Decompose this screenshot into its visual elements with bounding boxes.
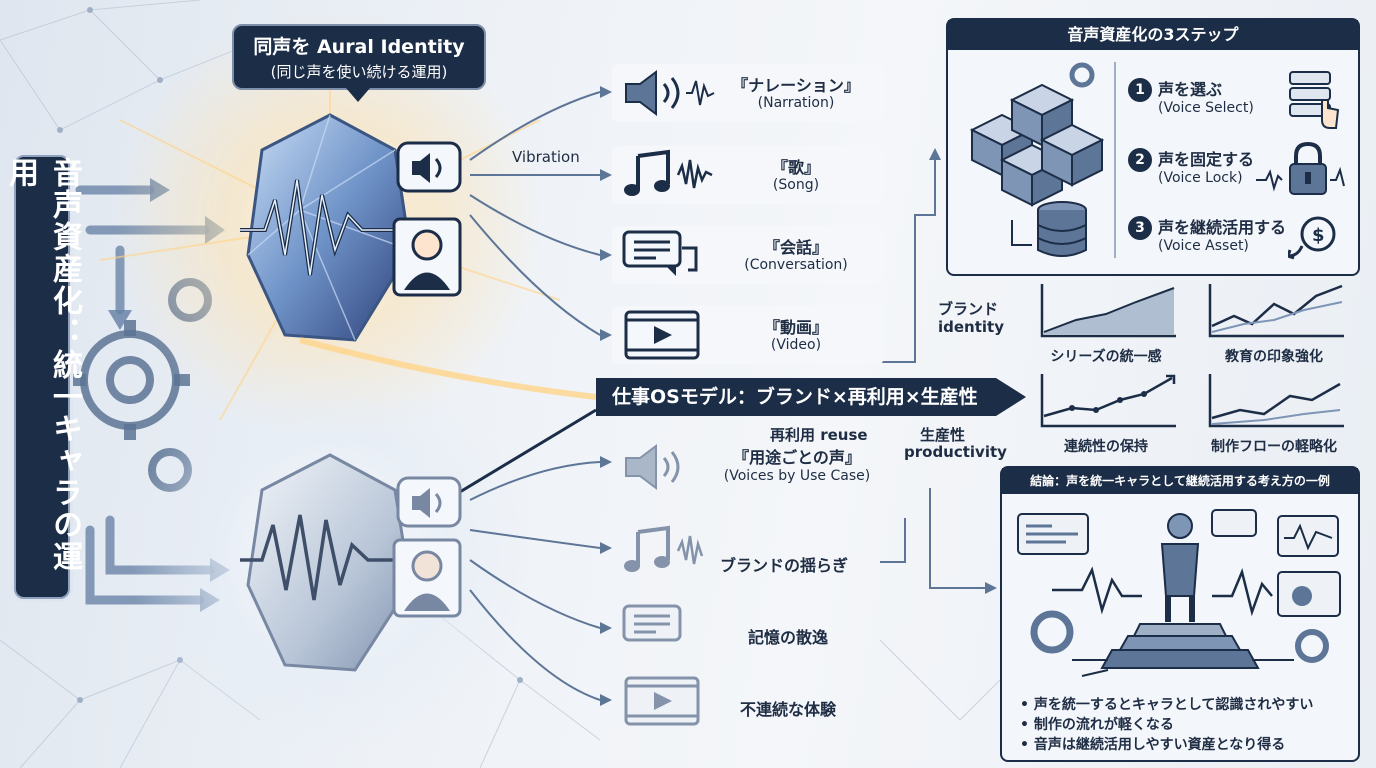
productivity-label-line2: productivity (904, 443, 1007, 461)
step-subtitle: (Voice Select) (1158, 100, 1254, 116)
usage-card-video: 『動画』 (Video) (612, 306, 884, 364)
bubble-title: 同声を Aural Identity (253, 36, 465, 58)
steps-panel-title: 音声資産化の3ステップ (948, 20, 1358, 50)
lower-card-subtitle: (Voices by Use Case) (723, 468, 871, 484)
music-note-icon (624, 149, 713, 196)
asset-blocks-icon (969, 62, 1105, 257)
step-subtitle: (Voice Asset) (1158, 238, 1249, 254)
lower-item-brand-wobble: ブランドの揺らぎ (720, 556, 849, 575)
card-subtitle: (Conversation) (744, 257, 848, 273)
speaker-icon (625, 70, 715, 116)
mini-chart-workflow (1208, 374, 1344, 428)
step-number: 1 (1128, 78, 1152, 102)
step-title: 声を継続活用する (1158, 218, 1287, 237)
mini-chart-continuity (1040, 374, 1176, 428)
card-title: 『会話』 (763, 238, 828, 257)
dollar-cycle-icon: $ (1288, 216, 1336, 260)
mini-chart-label: シリーズの統一感 (1050, 349, 1162, 365)
step-title: 声を固定する (1158, 150, 1255, 169)
lower-card-use-case: 『用途ごとの声』 (Voices by Use Case) (612, 436, 884, 500)
usage-card-narration: 『ナレーション』 (Narration) (612, 64, 884, 122)
video-play-icon (624, 676, 700, 726)
reuse-label: 再利用 reuse (770, 426, 868, 444)
lower-item-memory-scatter: 記憶の散逸 (748, 628, 829, 647)
usage-card-song: 『歌』 (Song) (612, 146, 884, 204)
mini-chart-label: 制作フローの軽略化 (1211, 439, 1337, 455)
top-gem-badges (392, 141, 462, 297)
steps-panel: 音声資産化の3ステップ 1 声を選ぶ (Voice Select) 2 声を固定… (946, 18, 1360, 276)
character-podium-illustration (1017, 509, 1341, 677)
bottom-gem-badges (392, 476, 462, 618)
card-subtitle: (Video) (770, 337, 822, 353)
conclusion-title: 結論：声を統一キャラとして継続活用する考え方の一例 (1002, 468, 1358, 494)
conclusion-bullet: • 声を統一するとキャラとして認識されやすい (1020, 697, 1314, 713)
card-subtitle: (Song) (772, 177, 820, 193)
speaker-icon (625, 444, 680, 490)
lock-icon (1256, 141, 1345, 195)
mini-chart-education (1208, 284, 1344, 338)
music-note-icon (624, 525, 704, 572)
usage-card-conversation: 『会話』 (Conversation) (612, 226, 884, 284)
work-os-banner: 仕事OSモデル：ブランド×再利用×生産性 (596, 378, 996, 416)
conclusion-panel: 結論：声を統一キャラとして継続活用する考え方の一例 • 声を統一するとキャラとし… (1000, 466, 1360, 762)
chat-bubble-icon (622, 604, 682, 642)
aural-identity-bubble: 同声を Aural Identity (同じ声を使い続ける運用) (232, 24, 486, 102)
lower-item-discontinuous: 不連続な体験 (740, 700, 837, 719)
lower-card-title: 『用途ごとの声』 (733, 448, 861, 467)
conclusion-bullet: • 音声は継続活用しやすい資産となり得る (1020, 737, 1286, 753)
card-subtitle: (Narration) (757, 95, 835, 111)
mini-chart-label: 連続性の保持 (1064, 439, 1148, 455)
voice-select-icon (1289, 71, 1340, 129)
mini-chart-series-unity (1040, 284, 1176, 338)
conclusion-bullet: • 制作の流れが軽くなる (1020, 717, 1174, 733)
productivity-label-line1: 生産性 (920, 426, 966, 444)
step-subtitle: (Voice Lock) (1158, 170, 1243, 186)
mini-chart-label: 教育の印象強化 (1225, 349, 1323, 365)
banner-arrow-tip (996, 378, 1026, 416)
card-title: 『歌』 (771, 158, 820, 177)
video-play-icon (624, 310, 700, 360)
bubble-subtitle: (同じ声を使い続ける運用) (270, 63, 448, 81)
vertical-title-box: 音声資産化：統一キャラの運用 (3, 155, 82, 599)
svg-text:$: $ (1312, 225, 1325, 246)
brand-label-line1: ブランド (938, 300, 999, 318)
card-title: 『ナレーション』 (732, 76, 860, 95)
card-title: 『動画』 (763, 318, 828, 337)
vibration-label: Vibration (512, 148, 580, 166)
step-number: 2 (1128, 148, 1152, 172)
brand-label-line2: identity (938, 318, 1004, 336)
step-number: 3 (1128, 216, 1152, 240)
chat-bubble-icon (622, 230, 698, 276)
step-title: 声を選ぶ (1158, 80, 1223, 99)
panel-divider (1114, 62, 1116, 258)
vertical-title: 音声資産化：統一キャラの運用 (3, 157, 82, 573)
